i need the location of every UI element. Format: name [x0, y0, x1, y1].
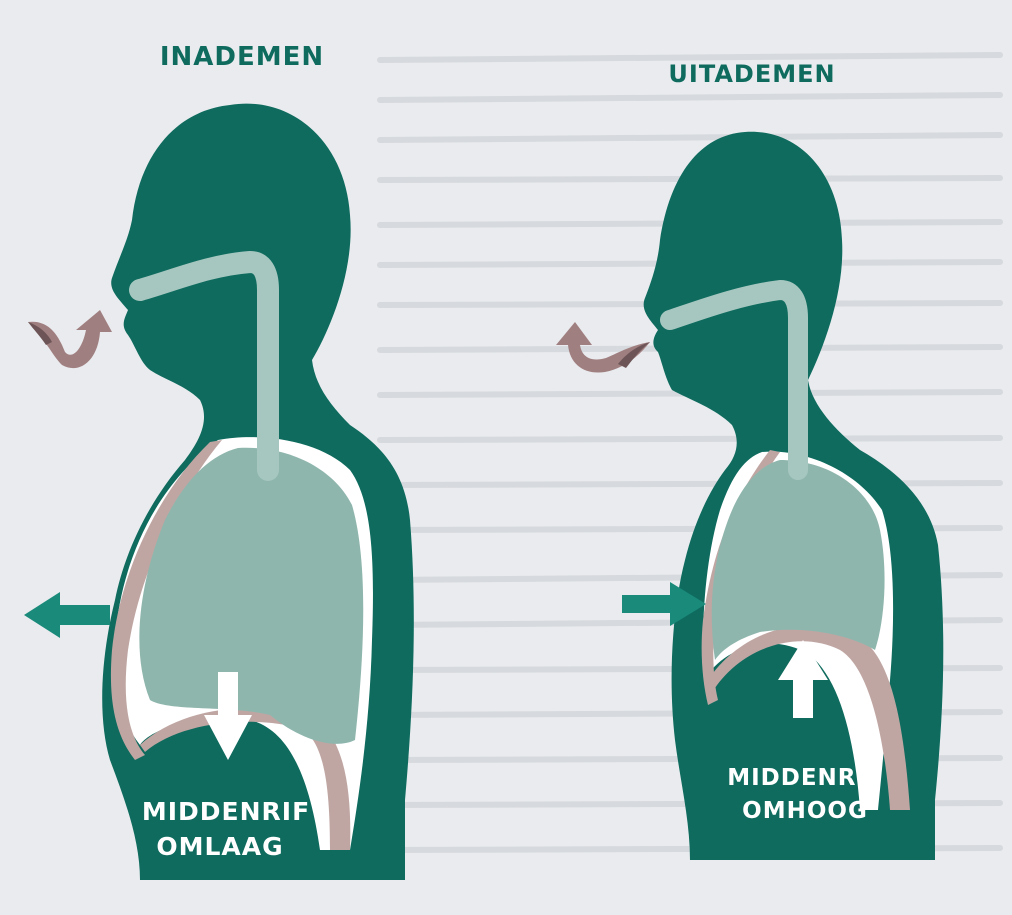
- inhale-chest-arrow: [24, 592, 110, 638]
- exhale-figure: [556, 132, 943, 860]
- inhale-title: INADEMEN: [160, 42, 324, 72]
- exhale-caption-line2: OMHOOG: [742, 798, 868, 824]
- exhale-caption-line1: MIDDENRIF: [727, 765, 883, 791]
- exhale-title: UITADEMEN: [668, 60, 835, 88]
- inhale-figure: [24, 104, 414, 880]
- inhale-breath-arrow: [28, 310, 112, 368]
- inhale-caption-line2: OMLAAG: [156, 832, 283, 861]
- inhale-caption-line1: MIDDENRIF: [142, 797, 310, 826]
